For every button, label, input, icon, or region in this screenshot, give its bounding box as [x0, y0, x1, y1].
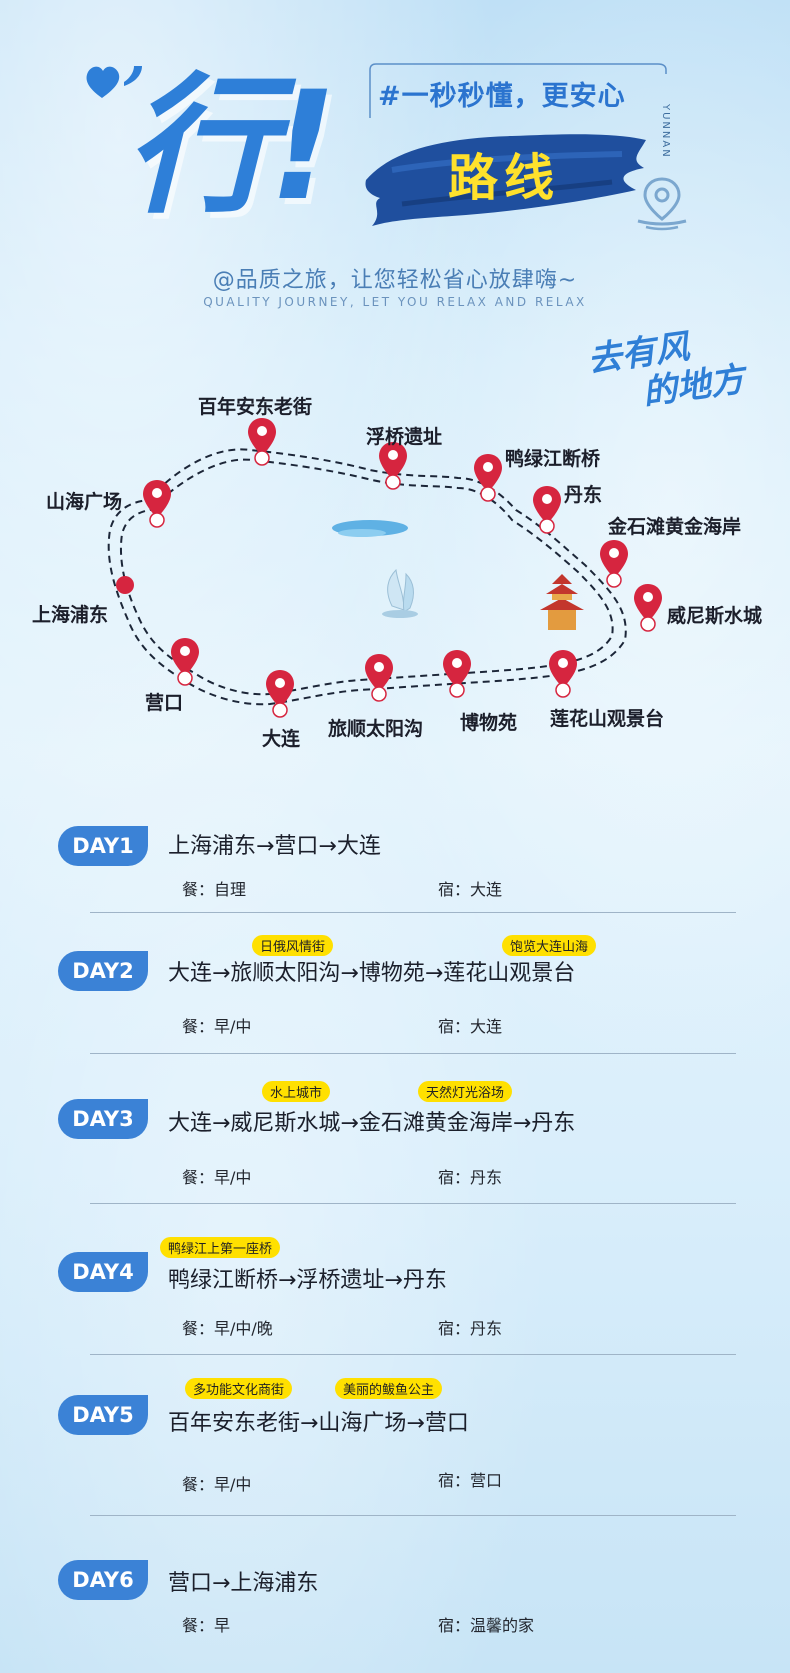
pin-fuqiao	[378, 441, 408, 490]
stay-info: 宿：温馨的家	[438, 1616, 535, 1635]
hero-character: 行!	[125, 60, 337, 234]
day-route: 鸭绿江断桥→浮桥遗址→丹东	[168, 1268, 447, 1293]
subtitle-english: QUALITY JOURNEY, LET YOU RELAX AND RELAX	[203, 295, 587, 309]
divider	[90, 1203, 736, 1204]
map-label-yalujiang: 鸭绿江断桥	[505, 448, 601, 470]
day-badge: DAY2	[58, 951, 148, 991]
day-badge: DAY4	[58, 1252, 148, 1292]
day-route: 营口→上海浦东	[168, 1571, 319, 1596]
stay-info: 宿：大连	[438, 1017, 503, 1036]
pin-yingkou	[170, 637, 200, 686]
route-map	[107, 417, 663, 718]
pin-shanhai	[142, 479, 172, 528]
day-route: 大连→旅顺太阳沟→博物苑→莲花山观景台	[168, 961, 576, 986]
highlight-tag: 鸭绿江上第一座桥	[160, 1237, 281, 1258]
highlight-tag: 水上城市	[262, 1081, 331, 1102]
meal-info: 餐：早/中/晚	[182, 1319, 273, 1338]
map-label-lianhuashan: 莲花山观景台	[550, 708, 665, 730]
divider	[90, 912, 736, 913]
brush-stroke	[365, 134, 646, 226]
side-text: YUNNAN	[660, 104, 671, 159]
tagline-frame	[369, 63, 667, 118]
day-route: 上海浦东→营口→大连	[168, 834, 381, 859]
lake-illustration	[332, 520, 408, 537]
highlight-tag: 饱览大连山海	[502, 935, 597, 956]
meal-info: 餐：早/中	[182, 1475, 252, 1494]
pin-bainian	[247, 417, 277, 466]
meal-info: 餐：自理	[182, 880, 247, 899]
highlight-tag: 天然灯光浴场	[418, 1081, 513, 1102]
map-label-bowuyuan: 博物苑	[460, 712, 518, 734]
map-label-shanghai: 上海浦东	[32, 604, 109, 626]
tagline: #一秒秒懂，更安心	[378, 81, 626, 112]
divider	[90, 1354, 736, 1355]
map-label-jinshitan: 金石滩黄金海岸	[608, 516, 742, 538]
map-label-shanhai: 山海广场	[46, 491, 123, 513]
stay-info: 宿：丹东	[438, 1319, 503, 1338]
pagoda-illustration	[540, 574, 584, 630]
pin-bowuyuan	[442, 649, 472, 698]
divider	[90, 1053, 736, 1054]
pin-lianhuashan	[548, 649, 578, 698]
pin-weinisi	[633, 583, 663, 632]
meal-info: 餐：早/中	[182, 1017, 252, 1036]
day-badge: DAY5	[58, 1395, 148, 1435]
route-title: 路线	[448, 149, 560, 207]
heart-icon	[86, 66, 142, 98]
location-pin-icon	[637, 177, 687, 231]
pin-dalian	[265, 669, 295, 718]
map-label-weinisi: 威尼斯水城	[667, 605, 763, 627]
stay-info: 宿：丹东	[438, 1168, 503, 1187]
highlight-tag: 美丽的鲅鱼公主	[335, 1378, 443, 1399]
divider	[90, 1515, 736, 1516]
map-label-fuqiao: 浮桥遗址	[366, 426, 443, 448]
highlight-tag: 多功能文化商街	[185, 1378, 293, 1399]
stay-info: 宿：大连	[438, 880, 503, 899]
map-label-lvshun: 旅顺太阳沟	[328, 718, 424, 740]
subtitle: @品质之旅，让您轻松省心放肆嗨~	[212, 268, 578, 293]
pin-dandong	[532, 485, 562, 534]
pin-jinshitan	[599, 539, 629, 588]
map-label-yingkou: 营口	[145, 692, 184, 714]
day-badge: DAY6	[58, 1560, 148, 1600]
highlight-tag: 日俄风情街	[252, 935, 334, 956]
day-badge: DAY1	[58, 826, 148, 866]
day-badge: DAY3	[58, 1099, 148, 1139]
pin-lvshun	[364, 653, 394, 702]
start-point-marker	[116, 576, 134, 594]
meal-info: 餐：早/中	[182, 1168, 252, 1187]
map-label-dalian: 大连	[262, 728, 301, 750]
pin-yalujiang	[473, 453, 503, 502]
map-label-bainian: 百年安东老街	[198, 396, 313, 418]
map-label-dandong: 丹东	[564, 484, 603, 506]
day-route: 百年安东老街→山海广场→营口	[168, 1411, 469, 1436]
day-route: 大连→威尼斯水城→金石滩黄金海岸→丹东	[168, 1111, 576, 1136]
stay-info: 宿：营口	[438, 1471, 503, 1490]
meal-info: 餐：早	[182, 1616, 231, 1635]
sculpture-illustration	[382, 568, 418, 618]
